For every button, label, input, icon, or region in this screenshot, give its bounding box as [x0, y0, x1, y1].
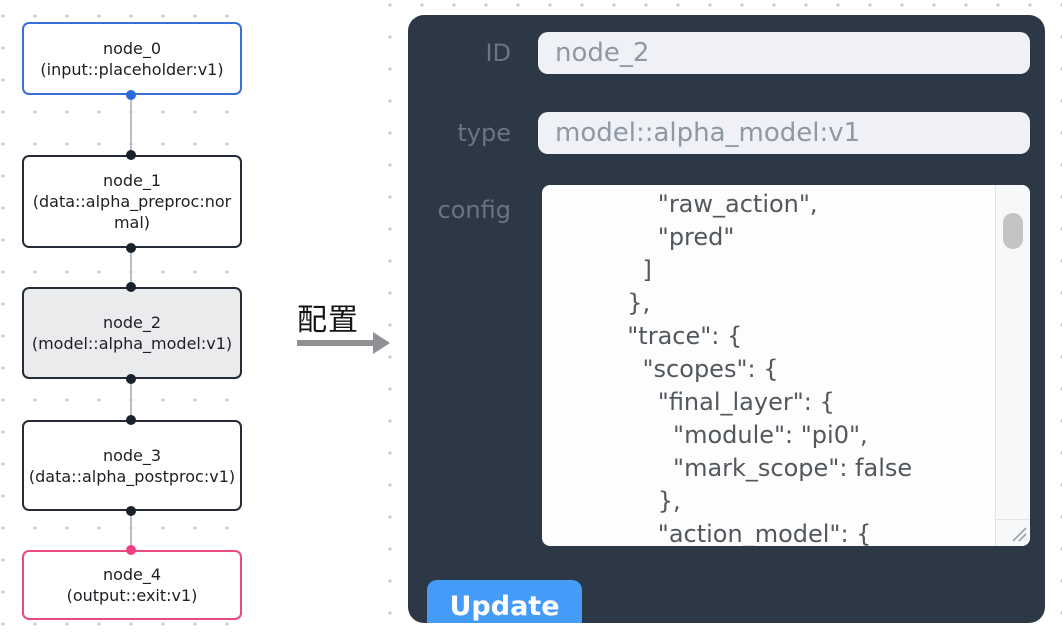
- configure-label: 配置: [297, 303, 359, 338]
- update-button[interactable]: Update: [427, 580, 582, 623]
- node-subtitle: (input::placeholder:v1): [40, 59, 224, 79]
- node-config-panel: ID type config "raw_action", "pred" ] },…: [408, 15, 1045, 623]
- config-scrollbar-track[interactable]: [995, 185, 1030, 546]
- node-subtitle: (output::exit:v1): [66, 586, 198, 605]
- port-node2-output[interactable]: [126, 374, 136, 384]
- node-subtitle: (data::alpha_preproc:normal): [32, 192, 232, 232]
- node-title: node_0: [102, 38, 162, 58]
- node-subtitle: (model::alpha_model:v1): [31, 334, 233, 353]
- node-title: node_3: [102, 445, 162, 465]
- type-field-label: type: [457, 119, 511, 147]
- port-node3-input[interactable]: [126, 415, 136, 425]
- node-title: node_4: [102, 565, 162, 584]
- node-title: node_2: [102, 313, 162, 332]
- graph-node-4[interactable]: node_4 (output::exit:v1): [22, 550, 242, 620]
- graph-node-3[interactable]: node_3 (data::alpha_postproc:v1): [22, 420, 242, 511]
- textarea-resize-handle-icon[interactable]: [1009, 524, 1027, 542]
- port-node3-output[interactable]: [126, 506, 136, 516]
- graph-node-0[interactable]: node_0 (input::placeholder:v1): [22, 22, 242, 95]
- port-node4-input[interactable]: [126, 545, 136, 555]
- edge-node2-node3: [130, 379, 132, 420]
- node-subtitle: (data::alpha_postproc:v1): [28, 466, 236, 486]
- port-node0-output[interactable]: [126, 90, 136, 100]
- config-field-label: config: [437, 196, 511, 224]
- right-arrow-icon: [297, 340, 375, 346]
- edge-node3-node4: [130, 511, 132, 550]
- edge-node1-node2: [130, 248, 132, 287]
- port-node2-input[interactable]: [126, 282, 136, 292]
- scrollbar-corner-divider: [996, 519, 1030, 520]
- graph-canvas[interactable]: node_0 (input::placeholder:v1) node_1 (d…: [0, 0, 256, 643]
- config-textarea[interactable]: "raw_action", "pred" ] }, "trace": { "sc…: [542, 185, 1030, 546]
- graph-node-1[interactable]: node_1 (data::alpha_preproc:normal): [22, 155, 242, 248]
- port-node1-output[interactable]: [126, 243, 136, 253]
- port-node1-input[interactable]: [126, 150, 136, 160]
- node-title: node_1: [102, 171, 162, 190]
- config-json-text: "raw_action", "pred" ] }, "trace": { "sc…: [627, 190, 913, 546]
- graph-node-2-selected[interactable]: node_2 (model::alpha_model:v1): [22, 287, 242, 379]
- id-field-label: ID: [485, 39, 511, 67]
- edge-node0-node1: [130, 95, 132, 155]
- config-scrollbar-thumb[interactable]: [1003, 213, 1023, 249]
- id-input[interactable]: [538, 32, 1030, 74]
- type-input[interactable]: [538, 112, 1030, 154]
